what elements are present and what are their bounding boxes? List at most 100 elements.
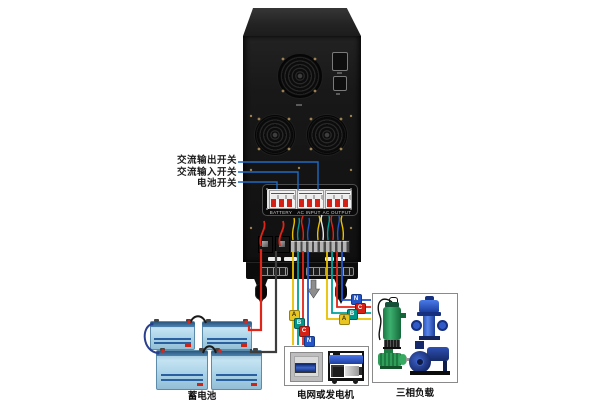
switch-labels: 交流输出开关 交流输入开关 电池开关 [150, 155, 237, 190]
submersible-pump-cap [385, 302, 399, 308]
distribution-box [290, 352, 323, 382]
port-marking [336, 93, 340, 95]
battery-terminal [160, 348, 165, 351]
cabinet-screws [249, 57, 353, 230]
inline-pump-flange [417, 312, 441, 316]
distribution-box-window [295, 363, 316, 373]
generator-wheel [332, 379, 337, 384]
centrifugal-pump-inlet [415, 341, 424, 349]
cooling-fan-icon [255, 115, 295, 155]
motor-terminal-box [384, 349, 393, 354]
generator-fuel-cap [333, 351, 340, 356]
battery-label-line [161, 374, 203, 376]
battery-terminal [154, 319, 159, 322]
submersible-pump-handle [389, 297, 398, 304]
breaker-group-ac-input [297, 190, 324, 209]
centrifugal-pump-hub [416, 358, 424, 366]
pump-cable [377, 298, 393, 341]
grid-generator-box [284, 346, 369, 386]
cooling-fan-icon [307, 115, 347, 155]
breaker-poles [326, 194, 351, 200]
battery-terminal [186, 319, 191, 322]
generator-fuel-tank [329, 355, 363, 364]
battery-terminal [206, 319, 211, 322]
inline-pump-side-flange [437, 320, 448, 331]
battery-terminal [215, 348, 220, 351]
centrifugal-pump-motor [427, 347, 449, 361]
socket-port [333, 76, 347, 91]
battery-terminal [253, 348, 258, 351]
phase-chip-a: A [338, 313, 350, 325]
battery-1 [150, 319, 195, 350]
generator-alternator [345, 366, 359, 376]
battery-2 [202, 319, 252, 350]
phase-chip-c: C [298, 325, 310, 337]
breaker-toggles [299, 199, 322, 207]
breaker-red-line [327, 192, 350, 195]
panel-marking [296, 104, 302, 106]
inline-pump-base [419, 336, 440, 340]
centrifugal-pump-base [410, 371, 450, 375]
breaker-toggles [271, 199, 294, 207]
label-battery-switch: 电池开关 [196, 178, 237, 189]
battery-sticker [251, 383, 258, 386]
inverter-cabinet: BATTERY AC INPUT AC OUTPUT [243, 8, 361, 306]
battery-label-line [154, 342, 191, 344]
battery-top [156, 351, 208, 356]
breaker-toggles [327, 199, 350, 207]
cabinet-top-face [243, 8, 361, 36]
motor-base [380, 366, 402, 369]
inline-pump-cap [425, 296, 434, 301]
generator-alternator-cap [359, 367, 362, 375]
generator-frame [328, 351, 330, 380]
grid-label: 电网或发电机 [296, 390, 354, 400]
generator-base [328, 378, 364, 381]
motor-end-cap [399, 354, 407, 365]
breaker-label-ac-output: AC OUTPUT [322, 210, 352, 215]
submersible-pump [383, 307, 401, 340]
battery-top [211, 351, 262, 356]
battery-label-line [215, 374, 258, 376]
electric-motor [378, 353, 402, 366]
breaker-label-ac-input: AC INPUT [297, 210, 321, 215]
breaker-group-ac-output [325, 190, 352, 209]
submersible-pump-base [383, 347, 401, 349]
battery-terminal [199, 348, 204, 351]
battery-4 [211, 348, 262, 390]
vent-slot [284, 257, 297, 261]
battery-sticker [184, 344, 191, 347]
battery-3 [156, 348, 208, 390]
breaker-red-line [299, 192, 322, 195]
inline-pump-motor [419, 300, 439, 312]
port-marking [337, 72, 342, 74]
phase-chip-n: N [303, 335, 315, 347]
battery-label-line [215, 379, 258, 381]
three-phase-load-box [372, 293, 458, 383]
battery-sticker [197, 383, 203, 386]
ac-terminal-strip [290, 240, 350, 253]
inline-pump-pipe [423, 316, 435, 336]
submersible-pump-outlet [400, 313, 406, 318]
label-ac-input-switch: 交流输入开关 [176, 166, 237, 178]
battery-label-line [206, 338, 248, 340]
motor-shaft [406, 358, 410, 361]
label-ac-output-switch: 交流输出开关 [176, 155, 237, 166]
power-switch-port [332, 52, 348, 71]
breaker-poles [270, 194, 295, 200]
breaker-red-line [271, 192, 294, 195]
battery-label-line [161, 379, 203, 381]
submersible-pump-strainer [384, 340, 400, 347]
generator-frame [362, 351, 364, 380]
breaker-group-battery [269, 190, 296, 209]
cooling-fan-icon [278, 54, 322, 98]
battery-bank-label: 蓄电池 [187, 391, 217, 400]
load-label: 三相负载 [395, 388, 434, 399]
inline-pump-side-flange [411, 320, 422, 331]
generator-engine [331, 365, 344, 377]
battery-label-line [154, 338, 191, 340]
generator-wheel [353, 379, 358, 384]
breaker-label-battery: BATTERY [269, 210, 293, 215]
generator-frame [328, 351, 364, 353]
breaker-poles [298, 194, 323, 200]
